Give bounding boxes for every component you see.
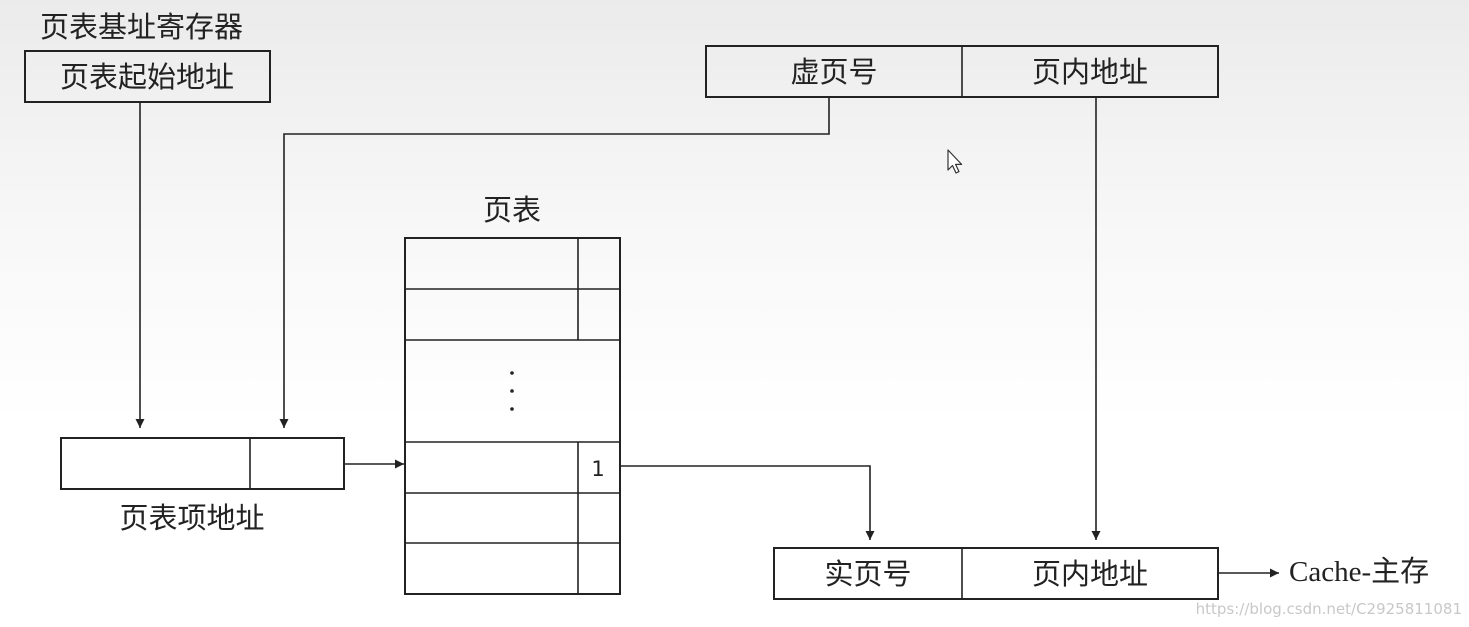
physical-offset-label: 页内地址 (1032, 557, 1148, 591)
table-to-ppn-arrow (620, 465, 875, 540)
page-table: 1 (404, 237, 621, 595)
valid-bit: 1 (591, 457, 604, 481)
virtual-page-number-label: 虚页号 (790, 55, 877, 89)
register-title: 页表基址寄存器 (40, 10, 243, 44)
virtual-offset-label: 页内地址 (1032, 55, 1148, 89)
cache-memory-label: Cache-主存 (1289, 555, 1429, 588)
register-field-label: 页表起始地址 (60, 60, 234, 94)
mouse-cursor-icon (947, 149, 963, 174)
connectors (135, 97, 1279, 578)
physical-page-number-label: 实页号 (824, 557, 911, 591)
physical-address: 实页号 页内地址 (773, 547, 1219, 600)
vpn-to-pte-arrow (279, 97, 830, 428)
page-table-title: 页表 (483, 193, 541, 227)
pte-address-box (60, 437, 345, 490)
virtual-address: 虚页号 页内地址 (705, 45, 1219, 98)
watermark: https://blog.csdn.net/C2925811081 (1196, 600, 1462, 618)
ellipsis-dots (510, 371, 514, 411)
page-table-base-register: 页表起始地址 (24, 50, 271, 103)
pte-address-label: 页表项地址 (119, 501, 264, 535)
